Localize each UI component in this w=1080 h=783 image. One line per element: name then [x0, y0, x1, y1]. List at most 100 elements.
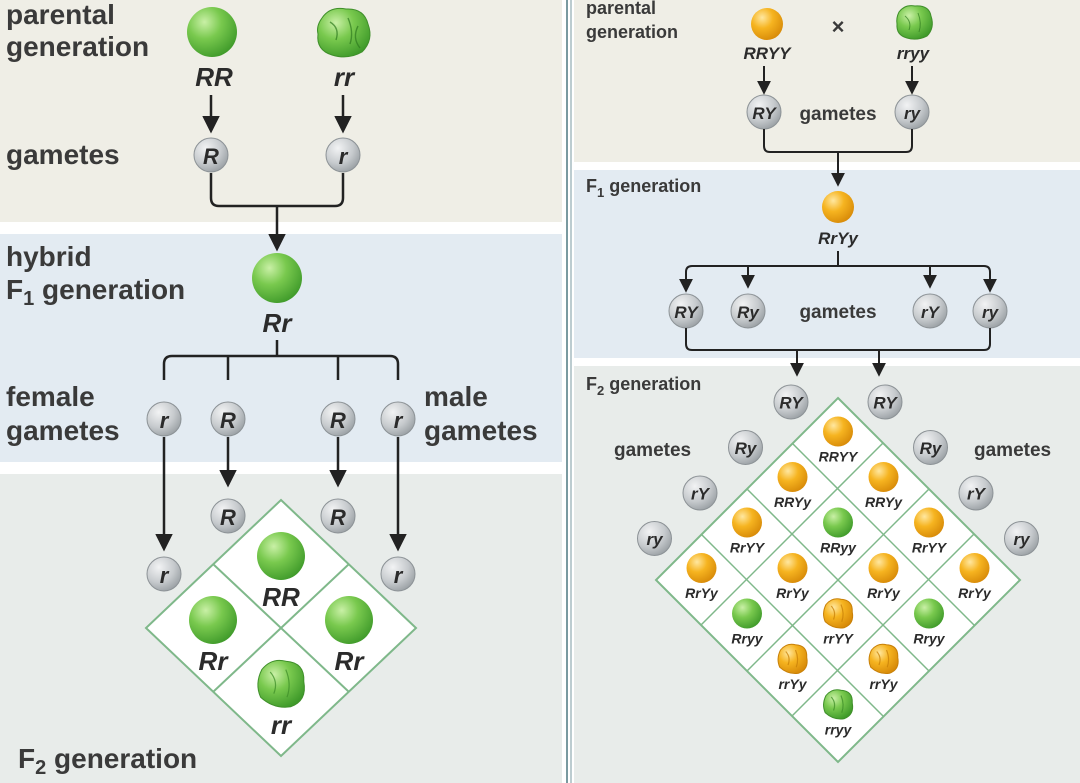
right-punnett-genotype-2-3: RrYy	[867, 585, 901, 601]
right-f1-branch-lines	[679, 251, 997, 293]
svg-text:RY: RY	[752, 104, 777, 123]
left-hybrid-label-1: hybrid	[6, 241, 92, 272]
svg-text:R: R	[220, 408, 236, 433]
left-punnett-pea-1	[257, 532, 305, 580]
left-f1-genotype: Rr	[263, 308, 294, 338]
svg-text:R: R	[203, 144, 219, 169]
svg-text:r: r	[160, 563, 170, 588]
right-punnett-genotype-1-1: RRYY	[819, 449, 859, 465]
svg-text:Ry: Ry	[737, 303, 760, 322]
left-fertilization-bracket	[209, 173, 345, 252]
right-labels: parental generation × gametes F1 generat…	[586, 0, 1051, 461]
right-punnett-pea-4-4	[823, 689, 854, 720]
right-grid-gamete-right-3: rY	[958, 475, 994, 511]
right-f1-genotype: RrYy	[818, 229, 859, 248]
left-female-label-2: gametes	[6, 415, 120, 446]
svg-text:Ry: Ry	[735, 439, 758, 458]
right-punnett-pea-2-4	[914, 598, 944, 629]
svg-text:ry: ry	[646, 530, 664, 549]
right-punnett-pea-1-1	[823, 416, 853, 447]
svg-text:rY: rY	[691, 484, 711, 503]
left-hybrid-label-2: F1 generation	[6, 274, 185, 310]
svg-text:rY: rY	[921, 303, 941, 322]
right-punnett-genotype-1-2: RRYy	[865, 494, 903, 510]
left-grid-gametes: R R r r	[146, 498, 416, 592]
left-side-gamete-2: r	[380, 556, 416, 592]
right-punnett-pea-3-1	[732, 507, 762, 538]
right-grid-gamete-right-1: RY	[867, 384, 903, 420]
left-parent-arrows	[202, 95, 352, 134]
right-punnett-pea-2-2	[823, 507, 853, 538]
svg-text:RY: RY	[779, 393, 804, 412]
right-punnett-cells: RRYYRRYyRrYYRrYyRRYyRRyyRrYyRryyRrYYRrYy…	[685, 416, 992, 738]
svg-text:R: R	[220, 505, 236, 530]
right-punnett-pea-3-3	[823, 598, 854, 629]
right-punnett-square	[654, 396, 1022, 764]
svg-text:Ry: Ry	[920, 439, 943, 458]
svg-text:ry: ry	[982, 303, 1000, 322]
svg-text:R: R	[330, 408, 346, 433]
right-fertilization-bracket	[763, 129, 913, 187]
right-gametes-label-mid: gametes	[799, 302, 876, 323]
right-gamete-RY: RY	[746, 94, 782, 130]
right-parent-gametes: RY ry	[746, 94, 930, 130]
left-male-label-2: gametes	[424, 415, 538, 446]
right-punnett-pea-4-1	[686, 553, 717, 583]
left-top-gamete-2: R	[320, 498, 356, 534]
left-labels: parental generation gametes hybrid F1 ge…	[6, 0, 538, 779]
left-parental-label-1: parental	[6, 0, 115, 30]
left-f1-gamete-1: r	[146, 401, 182, 437]
left-punnett-genotype-2: Rr	[199, 646, 230, 676]
right-punnett-genotype-1-4: RrYy	[958, 585, 992, 601]
left-female-label-1: female	[6, 381, 95, 412]
right-f1-gamete-4: ry	[972, 293, 1008, 329]
right-parent-green-wrinkled-pea	[896, 5, 933, 40]
left-f1-gamete-3: R	[320, 401, 356, 437]
left-punnett-pea-3	[325, 596, 373, 644]
right-grid-gamete-left-1: RY	[773, 384, 809, 420]
svg-text:R: R	[330, 505, 346, 530]
left-punnett-pea-2	[189, 596, 237, 644]
right-punnett-pea-3-2	[777, 553, 808, 583]
right-parent-yellow-round-pea	[751, 8, 783, 40]
right-punnett-pea-2-1	[777, 462, 808, 492]
right-punnett-pea-4-3	[777, 643, 808, 674]
right-punnett-genotype-3-4: rrYy	[869, 676, 898, 692]
left-parent-round-genotype: RR	[195, 62, 233, 92]
right-f1-gamete-2: Ry	[730, 293, 766, 329]
right-grid-gamete-left-2: Ry	[728, 430, 763, 465]
svg-text:RY: RY	[674, 303, 699, 322]
left-punnett-genotype-4: rr	[271, 710, 293, 740]
right-f1-label: F1 generation	[586, 176, 701, 200]
right-punnett-pea-1-3	[914, 507, 944, 538]
right-parent-a-genotype: RRYY	[744, 44, 793, 63]
right-parent-arrows	[757, 66, 919, 95]
left-gamete-R: R	[193, 137, 229, 173]
right-punnett-pea-2-3	[868, 553, 899, 583]
svg-text:r: r	[160, 408, 170, 433]
left-gamete-arrows	[155, 437, 407, 552]
right-parent-b-genotype: rryy	[897, 44, 931, 63]
right-gametes-label-top: gametes	[799, 104, 876, 125]
svg-text:r: r	[394, 563, 404, 588]
right-punnett-pea-1-4	[959, 553, 990, 583]
right-gamete-ry: ry	[894, 94, 930, 130]
left-gamete-r: r	[325, 137, 361, 173]
right-punnett-pea-1-2	[868, 462, 899, 492]
right-punnett-genotype-1-3: RrYY	[912, 540, 948, 556]
left-f1-branch-lines	[162, 340, 400, 380]
left-parents: RR rr	[187, 7, 371, 92]
right-f1-pea	[822, 191, 854, 223]
left-parent-wrinkled-genotype: rr	[334, 62, 356, 92]
left-punnett-pea-4	[257, 659, 305, 708]
left-punnett-genotype-3: Rr	[335, 646, 366, 676]
right-grid-gamete-left-4: ry	[637, 521, 672, 556]
left-f1-gamete-4: r	[380, 401, 416, 437]
left-top-gamete-1: R	[210, 498, 246, 534]
left-f1-gamete-2: R	[210, 401, 246, 437]
right-gametes-label-right: gametes	[974, 440, 1051, 461]
left-parental-label-2: generation	[6, 31, 149, 62]
svg-text:ry: ry	[904, 104, 922, 123]
